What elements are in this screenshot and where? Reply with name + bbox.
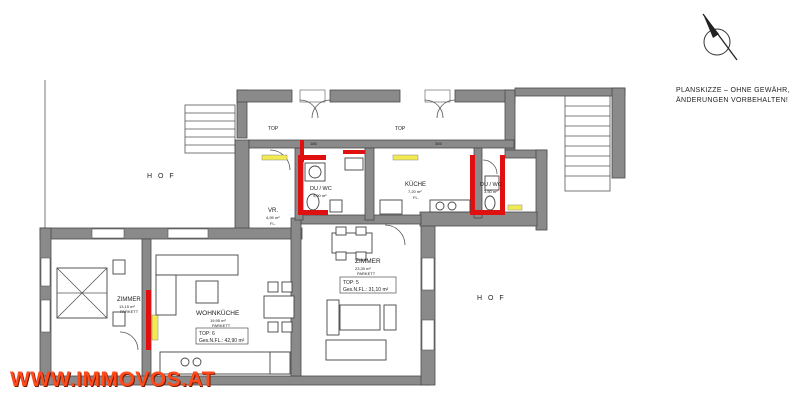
bathroom-fixtures	[304, 157, 500, 213]
room-name-wohnkueche: WOHNKÜCHE	[196, 309, 240, 317]
room-area-du-wc-right: 3,50 m²	[484, 189, 498, 194]
room-area-wohnkueche: 19,95 m²	[210, 318, 226, 323]
door-swings	[119, 99, 498, 351]
staircase-right	[564, 95, 611, 192]
room-floor-wohnkueche: PARKETT	[212, 323, 231, 328]
room-name-wc-left: DU / WC	[310, 186, 332, 192]
room-labels: H O F H O F TOP TOP 186 365 VR. 4,95 m² …	[117, 126, 506, 328]
unit-area-top5: Ges.N.FL.: 31,10 m²	[343, 287, 389, 293]
furniture	[56, 199, 403, 361]
room-area-wc-left: 4,90 m²	[313, 193, 327, 198]
room-area-zimmer-left: 13,15 m²	[119, 304, 135, 309]
room-name-zimmer-mid: ZIMMER	[355, 258, 381, 265]
unit-name-top6: TOP: 6	[199, 331, 215, 337]
room-area-kueche: 7,20 m²	[408, 189, 422, 194]
staircase-left	[184, 104, 236, 154]
compass-icon	[702, 13, 738, 61]
yard-label-right: H O F	[477, 295, 506, 302]
room-name-vr: VR.	[268, 208, 278, 214]
unit-box-top6: TOP: 6 Ges.N.FL.: 42,90 m²	[195, 327, 249, 345]
room-name-kueche: KÜCHE	[405, 181, 426, 188]
top-marker-b: TOP	[395, 126, 406, 132]
disclaimer-line-2: ÄNDERUNGEN VORBEHALTEN!	[676, 97, 789, 104]
unit-name-top5: TOP: 5	[343, 280, 359, 286]
disclaimer-line-1: PLANSKIZZE – OHNE GEWÄHR,	[676, 87, 790, 94]
room-name-zimmer-left: ZIMMER	[117, 297, 141, 303]
kitchen-counters	[159, 199, 471, 375]
room-area-vr: 4,95 m²	[266, 215, 280, 220]
room-floor-kueche: FL.	[413, 195, 419, 200]
disclaimer-note: PLANSKIZZE – OHNE GEWÄHR, ÄNDERUNGEN VOR…	[676, 86, 790, 106]
top-marker-a: TOP	[268, 126, 279, 132]
room-floor-zimmer-mid: PARKETT	[357, 271, 376, 276]
room-floor-zimmer-left: PARKETT	[120, 309, 139, 314]
dimension-label: 186	[310, 141, 317, 146]
unit-box-top5: TOP: 5 Ges.N.FL.: 31,10 m²	[339, 276, 397, 294]
room-area-zimmer-mid: 23,30 m²	[355, 266, 371, 271]
room-floor-vr: FL.	[270, 221, 276, 226]
windows	[40, 89, 451, 351]
yard-label-left: H O F	[147, 173, 176, 180]
wall-markings	[146, 140, 523, 350]
watermark: WWW.IMMOVOS.AT	[10, 368, 215, 391]
dimension-label: 365	[435, 141, 442, 146]
unit-area-top6: Ges.N.FL.: 42,90 m²	[199, 338, 245, 344]
room-name-du-wc-right: DU / WC	[480, 182, 502, 188]
